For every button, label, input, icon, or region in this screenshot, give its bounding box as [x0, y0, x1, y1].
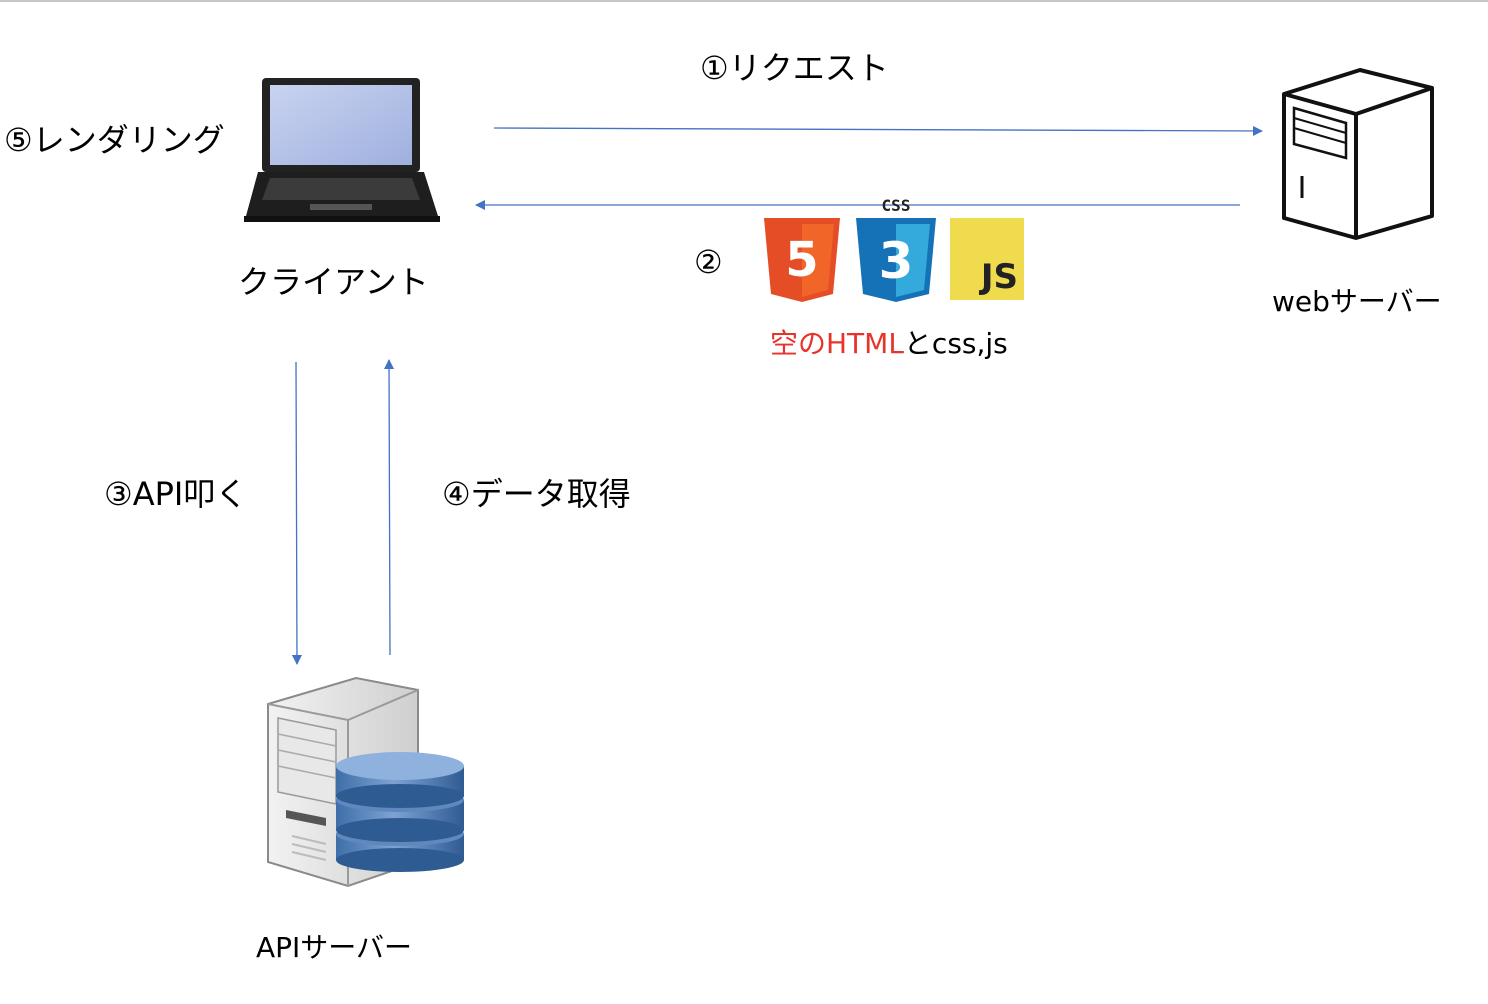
step-call-api-label: ③API叩く	[104, 475, 248, 513]
js-logo-icon: JS	[950, 218, 1024, 300]
response-caption-highlight: 空のHTML	[770, 327, 904, 360]
step-rendering-label: ⑤レンダリング	[4, 121, 225, 159]
response-caption-rest: とcss,js	[903, 327, 1008, 360]
laptop-icon	[244, 78, 440, 222]
js-logo-text: JS	[980, 257, 1018, 297]
step-fetch-data-label: ④データ取得	[442, 475, 631, 513]
client-label: クライアント	[238, 263, 429, 301]
html5-logo-text: 5	[785, 232, 818, 288]
call-api-arrow	[291, 361, 302, 665]
css3-logo-icon: CSS 3	[856, 196, 936, 302]
web-server-icon	[1282, 68, 1434, 240]
step-request-label: ①リクエスト	[700, 49, 889, 87]
step-response-label: ②	[694, 243, 723, 281]
web-server-label: webサーバー	[1272, 285, 1442, 318]
fetch-data-arrow	[384, 359, 395, 656]
css3-logo-text: 3	[879, 232, 914, 290]
api-server-label: APIサーバー	[256, 931, 413, 964]
top-border	[0, 0, 1488, 2]
request-arrow	[493, 125, 1263, 136]
database-icon	[336, 752, 464, 872]
html5-logo-icon: 5	[764, 218, 840, 302]
css3-logo-label: CSS	[882, 196, 911, 215]
response-caption: 空のHTMLとcss,js	[770, 330, 1008, 358]
